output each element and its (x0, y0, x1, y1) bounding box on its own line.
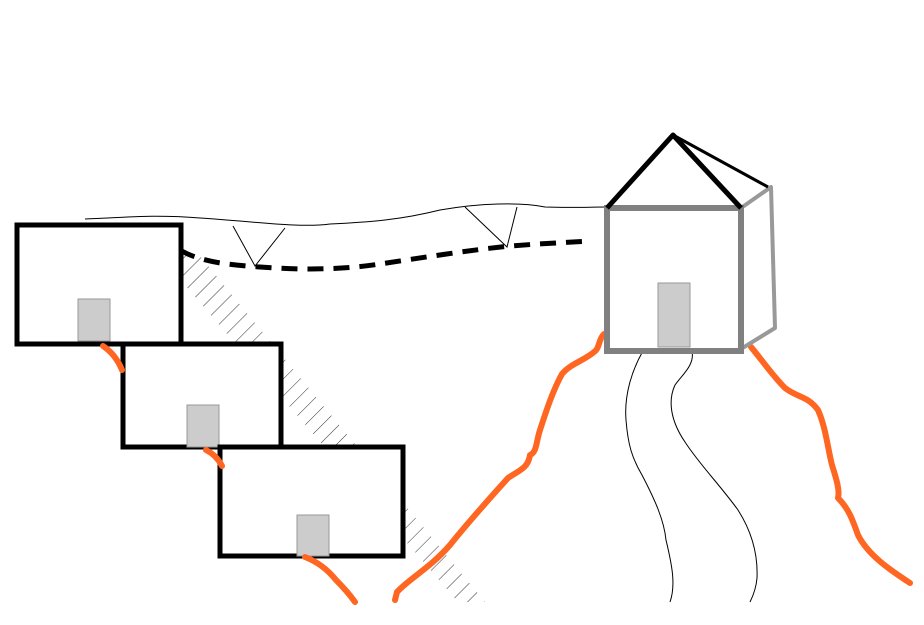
door (657, 282, 691, 348)
dashed-line (178, 238, 591, 272)
orange-path-small-2 (203, 447, 225, 469)
door (186, 404, 220, 448)
tower-roof (605, 132, 743, 210)
house-1 (14, 222, 184, 347)
door (77, 298, 111, 342)
house-2 (120, 341, 284, 450)
orange-path-left (392, 331, 607, 603)
orange-path-small-3 (302, 554, 358, 605)
tower-side-wall (739, 185, 777, 351)
orange-path-right (748, 344, 913, 586)
ground-line (84, 203, 606, 226)
orange-path-small-1 (100, 343, 125, 373)
river-line-right (670, 350, 758, 603)
door (296, 514, 330, 557)
tower-roof-ridge (672, 133, 769, 189)
river-line-left (625, 350, 674, 603)
v-mark (232, 225, 286, 267)
house-3 (217, 444, 406, 559)
tower-house (604, 132, 777, 354)
v-mark (464, 206, 518, 248)
